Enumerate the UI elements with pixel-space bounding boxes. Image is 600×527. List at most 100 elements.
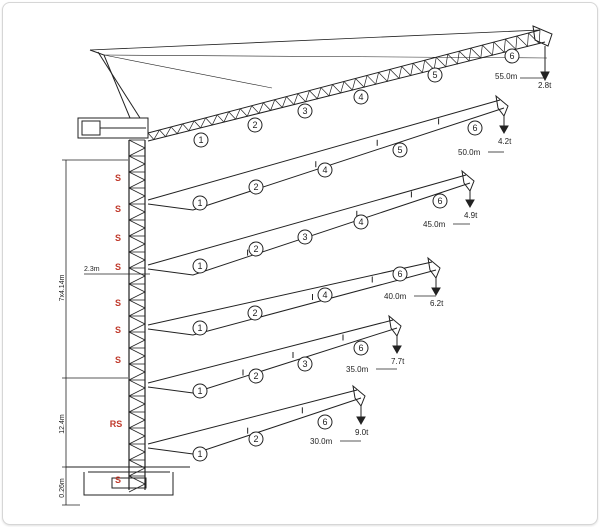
mast-brace — [128, 299, 146, 309]
jib-brace — [378, 69, 391, 83]
jib-brace — [170, 123, 183, 135]
section-number: 5 — [397, 145, 402, 155]
mast-section-label: S — [115, 475, 121, 485]
jib-brace — [159, 126, 172, 138]
jib-brace — [274, 96, 287, 109]
jib-brace — [309, 87, 322, 100]
jib-brace — [470, 45, 483, 59]
top-jib-lower-chord — [147, 41, 546, 142]
jib-brace — [205, 114, 218, 126]
mast-section-labels: S S S S S S S RS S — [110, 173, 123, 485]
top-hook-icon — [540, 71, 550, 82]
jib-brace — [286, 93, 299, 106]
top-jib-lacing — [147, 29, 541, 141]
section-number: 4 — [358, 92, 363, 102]
hook-icon — [465, 199, 475, 209]
mast-brace — [128, 315, 146, 325]
mast-section-label: S — [115, 233, 121, 243]
section-circle — [248, 241, 264, 257]
mast-brace — [128, 163, 146, 173]
section-number: 6 — [358, 343, 363, 353]
mast-brace — [128, 371, 146, 381]
jib-upper-chord — [147, 174, 467, 266]
section-circle — [248, 368, 264, 384]
mast-brace — [128, 427, 146, 437]
mast-brace — [128, 403, 146, 413]
mast-brace — [128, 203, 146, 213]
section-circle — [432, 193, 448, 209]
mast-section-label: S — [115, 298, 121, 308]
mast-brace — [128, 307, 146, 317]
tip-load-label: 2.8t — [538, 81, 552, 90]
section-circle — [248, 431, 264, 447]
section-number: 3 — [302, 106, 307, 116]
mast-brace — [128, 291, 146, 301]
mast-brace — [128, 443, 146, 453]
section-circle — [467, 120, 483, 136]
section-number: 4 — [358, 217, 363, 227]
jib-brace — [412, 60, 426, 74]
top-jib-pendant — [103, 54, 548, 59]
mast-brace — [128, 323, 146, 333]
hook-icon — [499, 125, 509, 135]
mast-brace — [128, 419, 146, 429]
section-circle — [297, 103, 313, 119]
jib-upper-chord — [147, 389, 358, 445]
section-number: 1 — [197, 198, 202, 208]
mast-brace — [128, 251, 146, 261]
radius-label: 45.0m — [423, 220, 446, 229]
jib-lower-chord — [147, 269, 437, 336]
section-circle — [317, 287, 333, 303]
crane-top — [77, 29, 548, 139]
mast-brace — [128, 475, 146, 485]
jib-upper-chord — [147, 99, 501, 201]
mast-offset-label: 2.3m — [84, 266, 100, 273]
mast-section-label: S — [115, 325, 121, 335]
jib-head — [495, 94, 509, 118]
jib-brace — [343, 78, 356, 91]
mast-brace — [128, 171, 146, 181]
mast-brace — [128, 283, 146, 293]
mast-brace — [128, 459, 146, 469]
section-number: 1 — [197, 449, 202, 459]
radius-label: 50.0m — [458, 148, 481, 157]
section-number: 2 — [252, 120, 257, 130]
jib-brace — [332, 81, 345, 94]
upper-height-label: 7x4.14m — [59, 274, 66, 301]
mast-brace — [128, 451, 146, 461]
top-jib-labels: 1 2 3 4 5 6 55.0m 2.8t — [193, 48, 552, 148]
jib-upper-chord — [147, 261, 433, 326]
height-dimensions — [62, 159, 150, 506]
section-number: 5 — [432, 70, 437, 80]
jib-brace — [355, 75, 368, 88]
section-circle — [392, 142, 408, 158]
luffing-cable — [89, 29, 541, 51]
mast-brace — [128, 395, 146, 405]
mast-brace — [128, 363, 146, 373]
jib-brace — [505, 36, 518, 51]
jib-brace — [147, 129, 160, 141]
jib-brace — [435, 54, 449, 68]
section-number: 4 — [322, 165, 327, 175]
tower-mast — [128, 139, 146, 493]
section-circle — [353, 340, 369, 356]
a-frame-front — [89, 49, 131, 119]
radius-label: 40.0m — [384, 292, 407, 301]
jib-lower-chord — [147, 182, 471, 276]
jib-head — [352, 384, 366, 408]
section-number: 2 — [253, 244, 258, 254]
mast-section-label: RS — [110, 419, 123, 429]
jib-brace — [193, 117, 206, 129]
mast-brace — [128, 339, 146, 349]
jib-head — [461, 169, 475, 193]
section-circle — [353, 89, 369, 105]
mast-section-label: S — [115, 262, 121, 272]
slewing-platform — [77, 117, 149, 139]
section-number: 6 — [437, 196, 442, 206]
jib-brace — [366, 72, 379, 85]
